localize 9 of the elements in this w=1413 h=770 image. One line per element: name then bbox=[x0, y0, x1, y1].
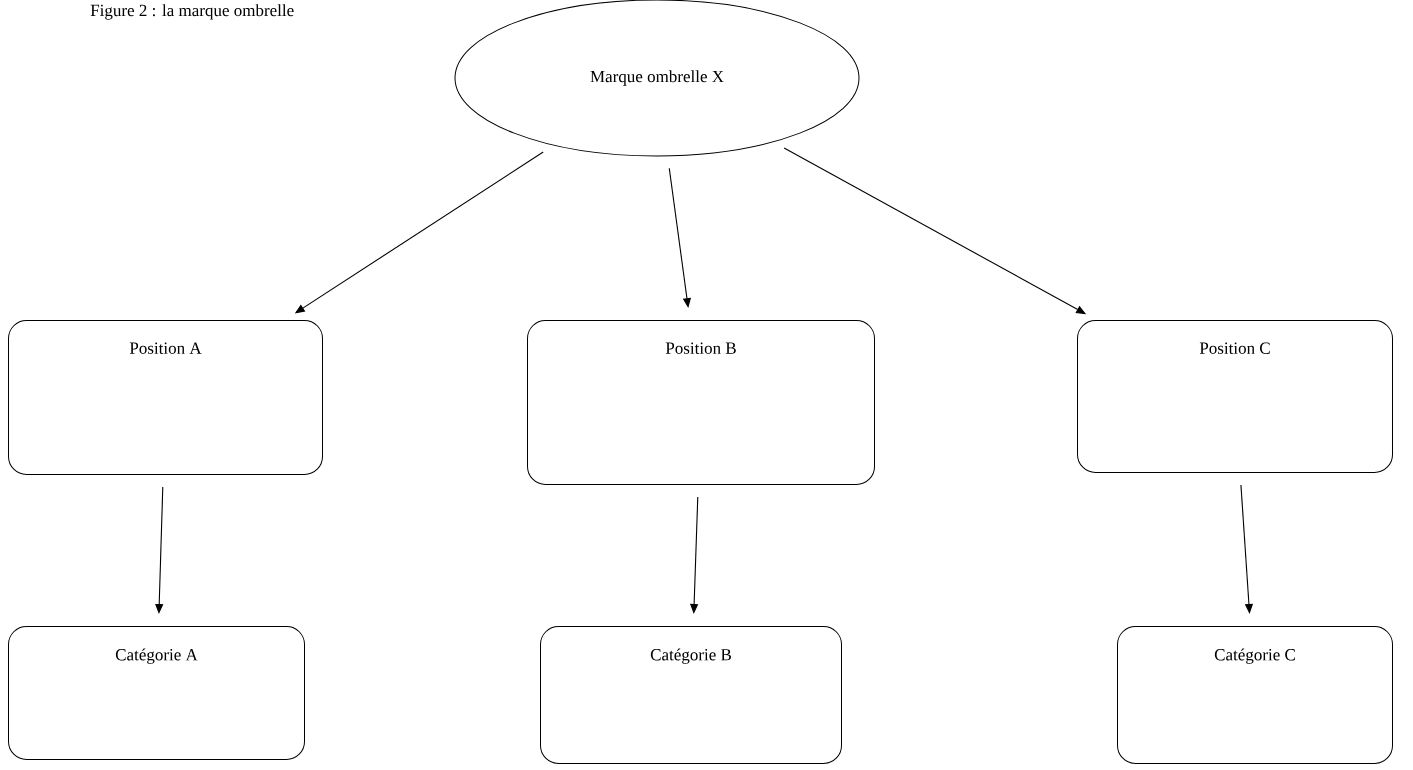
arrow bbox=[1240, 484, 1254, 614]
figure-title: Figure 2 : la marque ombrelle bbox=[90, 4, 294, 20]
arrow bbox=[155, 486, 164, 614]
rounded-box: Catégorie A bbox=[8, 626, 305, 760]
rounded-box: Position A bbox=[8, 320, 323, 475]
rounded-box: Catégorie C bbox=[1117, 626, 1393, 764]
rounded-box: Position B bbox=[527, 320, 875, 485]
rounded-box: Catégorie B bbox=[540, 626, 842, 764]
rounded-box: Position C bbox=[1077, 320, 1393, 473]
